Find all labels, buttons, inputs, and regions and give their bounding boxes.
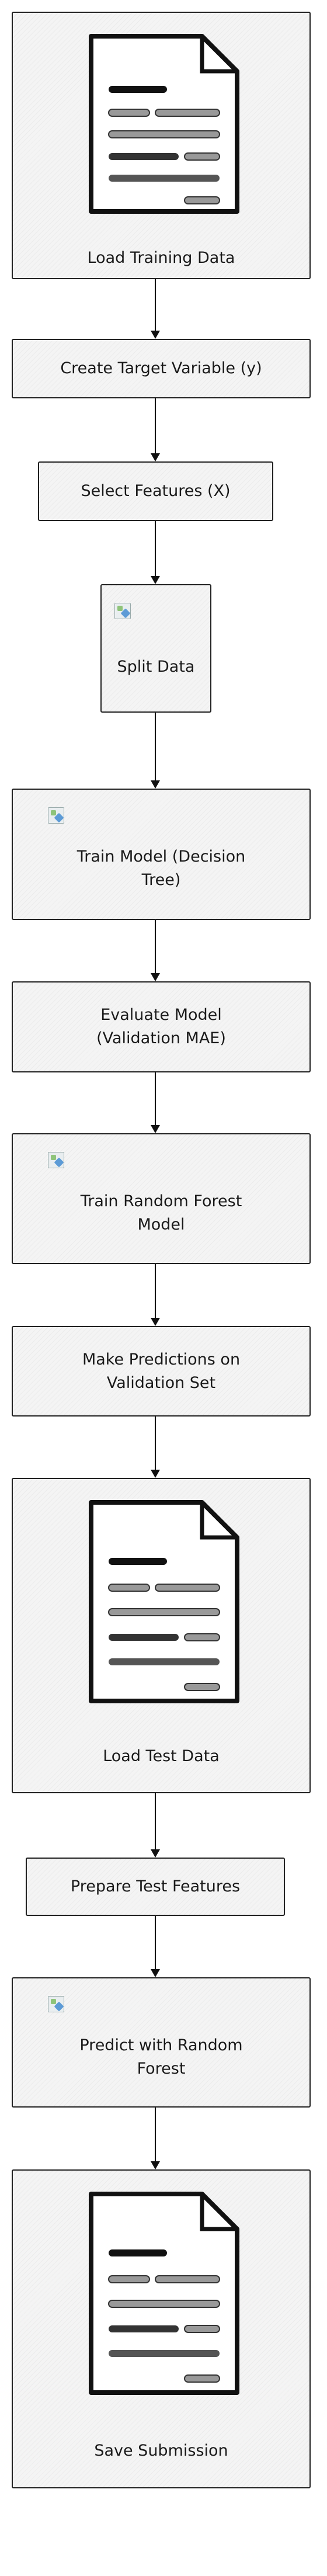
node-label: Save Submission — [94, 2442, 228, 2460]
node-load-test-data: Load Test Data — [12, 1478, 311, 1793]
flow-arrow — [151, 713, 160, 789]
flow-arrow — [151, 279, 160, 339]
flow-arrow — [151, 1072, 160, 1133]
node-label: Select Features (X) — [81, 482, 231, 500]
flow-arrow — [151, 1264, 160, 1326]
node-label: Split Data — [117, 658, 195, 676]
node-split-data: Split Data — [100, 584, 211, 713]
node-load-training-data: Load Training Data — [12, 12, 311, 279]
node-make-predictions-validation: Make Predictions on Validation Set — [12, 1326, 311, 1417]
flow-arrow — [151, 1793, 160, 1858]
node-label: Train Random Forest Model — [80, 1192, 242, 1234]
node-select-features: Select Features (X) — [38, 461, 273, 521]
broken-image-icon — [48, 1996, 64, 2012]
flow-arrow — [151, 1916, 160, 1977]
node-label: Load Test Data — [103, 1747, 220, 1765]
node-label: Evaluate Model (Validation MAE) — [96, 1006, 226, 1047]
flow-arrow — [151, 920, 160, 981]
broken-image-icon — [48, 1152, 64, 1168]
node-predict-random-forest: Predict with Random Forest — [12, 1977, 311, 2108]
document-icon — [89, 1500, 239, 1703]
flow-arrow — [151, 1417, 160, 1478]
node-evaluate-model: Evaluate Model (Validation MAE) — [12, 981, 311, 1072]
node-train-decision-tree: Train Model (Decision Tree) — [12, 789, 311, 920]
node-train-random-forest: Train Random Forest Model — [12, 1133, 311, 1264]
node-label: Make Predictions on Validation Set — [82, 1350, 241, 1392]
document-icon — [89, 2192, 239, 2395]
node-label: Load Training Data — [87, 249, 235, 267]
node-label: Prepare Test Features — [70, 1877, 241, 1895]
node-label: Predict with Random Forest — [79, 2036, 243, 2078]
flow-arrow — [151, 521, 160, 584]
node-save-submission: Save Submission — [12, 2169, 311, 2488]
node-label: Create Target Variable (y) — [60, 359, 262, 377]
flow-arrow — [151, 398, 160, 461]
node-prepare-test-features: Prepare Test Features — [26, 1858, 285, 1916]
document-icon — [89, 34, 239, 214]
flow-arrow — [151, 2108, 160, 2169]
node-create-target-variable: Create Target Variable (y) — [12, 339, 311, 398]
node-label: Train Model (Decision Tree) — [76, 848, 246, 889]
broken-image-icon — [48, 807, 64, 824]
broken-image-icon — [114, 603, 131, 619]
